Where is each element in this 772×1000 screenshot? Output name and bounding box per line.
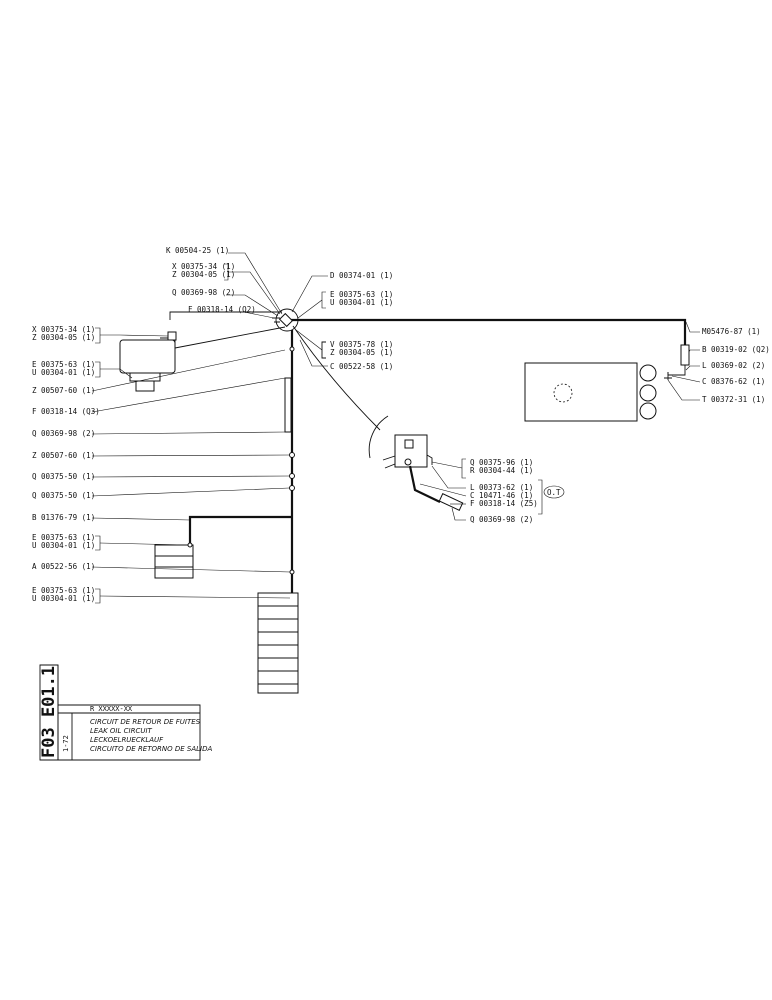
part-labels: K 00504-25 (1) X 00375-34 (1) Z 00304-05…: [32, 246, 770, 603]
title-block: F03 E01.1 1-72 R XXXXX-XX CIRCUIT DE RET…: [39, 664, 212, 761]
label-q-00375-96: Q 00375-96 (1): [470, 458, 533, 467]
label-e-00375-63-top: E 00375-63 (1): [330, 290, 393, 299]
label-group-ot: O.T: [547, 488, 561, 497]
label-q-00369-98-top: Q 00369-98 (2): [172, 288, 235, 297]
title-code: R XXXXX-XX: [90, 705, 133, 713]
label-f-00318-14-q3: F 00318-14 (Q3): [32, 407, 100, 416]
title-line-fr: CIRCUIT DE RETOUR DE FUITES: [90, 718, 201, 726]
group-ot-badge: [543, 485, 565, 499]
label-f-00318-14-z5: F 00318-14 (Z5): [470, 499, 538, 508]
label-x-00375-34-left: X 00375-34 (1): [32, 325, 95, 334]
label-f-00318-14-q2: F 00318-14 (Q2): [188, 305, 256, 314]
label-x-00375-34-top: X 00375-34 (1): [172, 262, 235, 271]
label-q-00369-98-mid: Q 00369-98 (2): [32, 429, 95, 438]
label-k-00504-25: K 00504-25 (1): [166, 246, 229, 255]
label-l-00373-62: L 00373-62 (1): [470, 483, 533, 492]
label-r-00304-44: R 00304-44 (1): [470, 466, 533, 475]
junction-fitting: [272, 308, 299, 332]
label-z-00507-60-b: Z 00507-60 (1): [32, 451, 95, 460]
filter-component: [154, 542, 194, 579]
label-b-00319-02: B 00319-02 (Q2): [702, 345, 770, 354]
label-q-00375-50-b: Q 00375-50 (1): [32, 491, 95, 500]
label-z-00507-60-a: Z 00507-60 (1): [32, 386, 95, 395]
title-line-en: LEAK OIL CIRCUIT: [90, 727, 153, 735]
title-line-es: CIRCUITO DE RETORNO DE SALIDA: [90, 745, 212, 753]
label-z-00304-05-left: Z 00304-05 (1): [32, 333, 95, 342]
label-v-00375-78: V 00375-78 (1): [330, 340, 393, 349]
label-c-00522-58: C 00522-58 (1): [330, 362, 393, 371]
label-e-00375-63-bot: E 00375-63 (1): [32, 586, 95, 595]
label-e-00375-63-mid: E 00375-63 (1): [32, 533, 95, 542]
label-u-00304-01-mid: U 00304-01 (1): [32, 541, 95, 550]
reservoir-component: [257, 569, 299, 694]
title-ref-sub: 1-72: [62, 735, 70, 752]
label-c-08376-62: C 08376-62 (1): [702, 377, 765, 386]
label-u-00304-01-top: U 00304-01 (1): [330, 298, 393, 307]
label-l-00369-02: L 00369-02 (2): [702, 361, 765, 370]
right-tank-component: [524, 344, 690, 422]
hose-element: [284, 346, 295, 491]
label-q-00375-50-a: Q 00375-50 (1): [32, 472, 95, 481]
left-motor-component: [119, 331, 177, 392]
label-z-00304-05-right: Z 00304-05 (1): [330, 348, 393, 357]
label-q-00369-98-bot: Q 00369-98 (2): [470, 515, 533, 524]
label-e-00375-63-left: E 00375-63 (1): [32, 360, 95, 369]
label-c-10471-46: C 10471-46 (1): [470, 491, 533, 500]
leader-lines: [91, 252, 701, 604]
label-u-00304-01-left: U 00304-01 (1): [32, 368, 95, 377]
label-m-05476-87: M05476-87 (1): [702, 327, 761, 336]
label-b-01376-79: B 01376-79 (1): [32, 513, 95, 522]
title-ref-main: F03 E01.1: [39, 666, 59, 758]
label-d-00374-01: D 00374-01 (1): [330, 271, 393, 280]
label-u-00304-01-bot: U 00304-01 (1): [32, 594, 95, 603]
label-a-00522-56: A 00522-56 (1): [32, 562, 95, 571]
label-t-00372-31: T 00372-31 (1): [702, 395, 765, 404]
pipe-network: [169, 311, 687, 600]
valve-block-component: [368, 415, 464, 511]
title-line-de: LECKOELRUECKLAUF: [90, 736, 164, 744]
label-z-00304-05-top: Z 00304-05 (1): [172, 270, 235, 279]
